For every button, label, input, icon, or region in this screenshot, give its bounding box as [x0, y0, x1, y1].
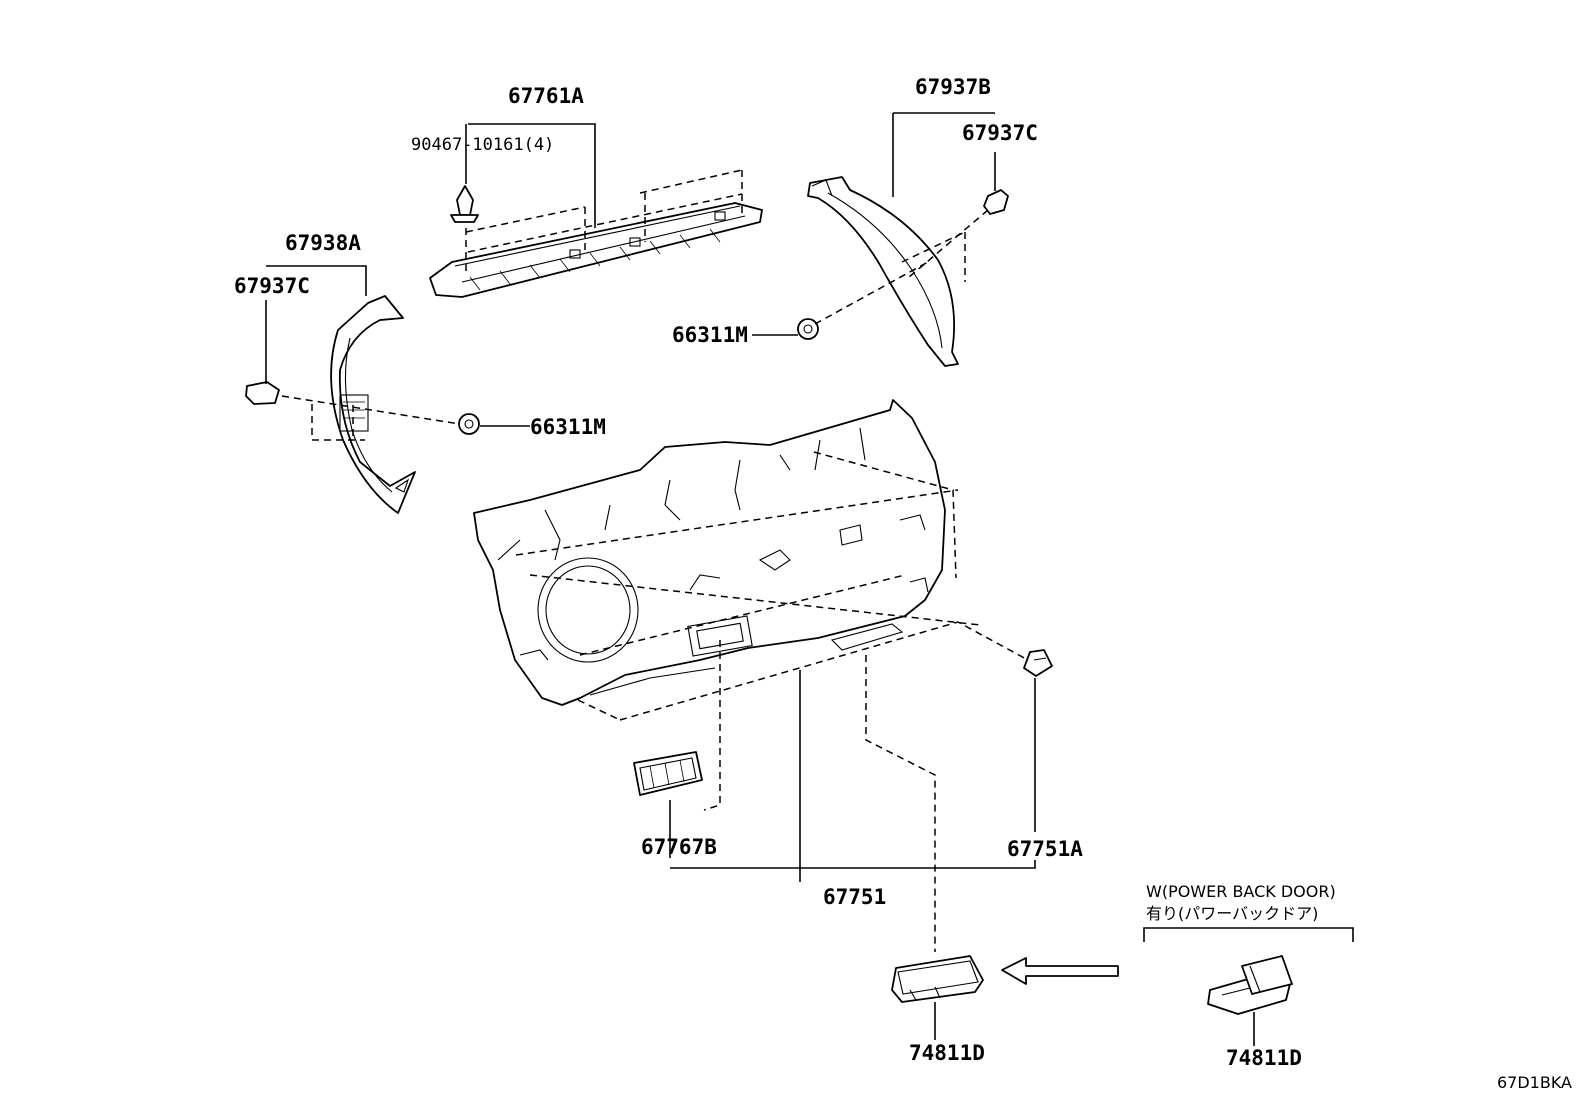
right-pillar-trim-part — [807, 176, 959, 367]
label-66311m-left: 66311M — [530, 415, 606, 439]
label-67767b: 67767B — [641, 835, 717, 859]
lamp-74811d-power-part — [1207, 955, 1293, 1015]
label-67937c-right: 67937C — [962, 121, 1038, 145]
clip-67751a-part — [1023, 649, 1053, 677]
clip-90467-part — [450, 185, 479, 223]
part-labels: 67761A 90467-10161(4) 67937B 67937C 6793… — [234, 75, 1572, 1092]
clip-66311m-right-part — [797, 318, 819, 340]
left-pillar-trim-part — [330, 295, 416, 514]
diagram-code: 67D1BKA — [1497, 1073, 1572, 1092]
label-66311m-right: 66311M — [672, 323, 748, 347]
clip-67937c-left-part — [245, 381, 280, 405]
leader-lines — [265, 112, 1354, 1046]
label-90467-10161: 90467-10161(4) — [411, 135, 554, 155]
label-74811d-main: 74811D — [909, 1041, 985, 1065]
label-74811d-power: 74811D — [1226, 1046, 1302, 1070]
power-back-door-note-line2: 有り(パワーバックドア) — [1146, 904, 1318, 923]
label-67937b: 67937B — [915, 75, 991, 99]
lamp-74811d-part — [891, 955, 984, 1003]
label-67761a: 67761A — [508, 84, 584, 108]
upper-trim-part — [429, 202, 763, 298]
dashed-lines — [281, 169, 1029, 952]
label-67751a: 67751A — [1007, 837, 1083, 861]
arrow-left-icon — [1001, 957, 1119, 985]
label-67938a: 67938A — [285, 231, 361, 255]
label-67751: 67751 — [823, 885, 886, 909]
back-door-trim-panel-part — [473, 399, 946, 706]
power-back-door-note-line1: W(POWER BACK DOOR) — [1146, 882, 1336, 901]
label-67937c-left: 67937C — [234, 274, 310, 298]
cover-67767b-part — [633, 751, 703, 796]
clip-66311m-left-part — [458, 413, 480, 435]
clip-67937c-right-part — [983, 189, 1009, 215]
